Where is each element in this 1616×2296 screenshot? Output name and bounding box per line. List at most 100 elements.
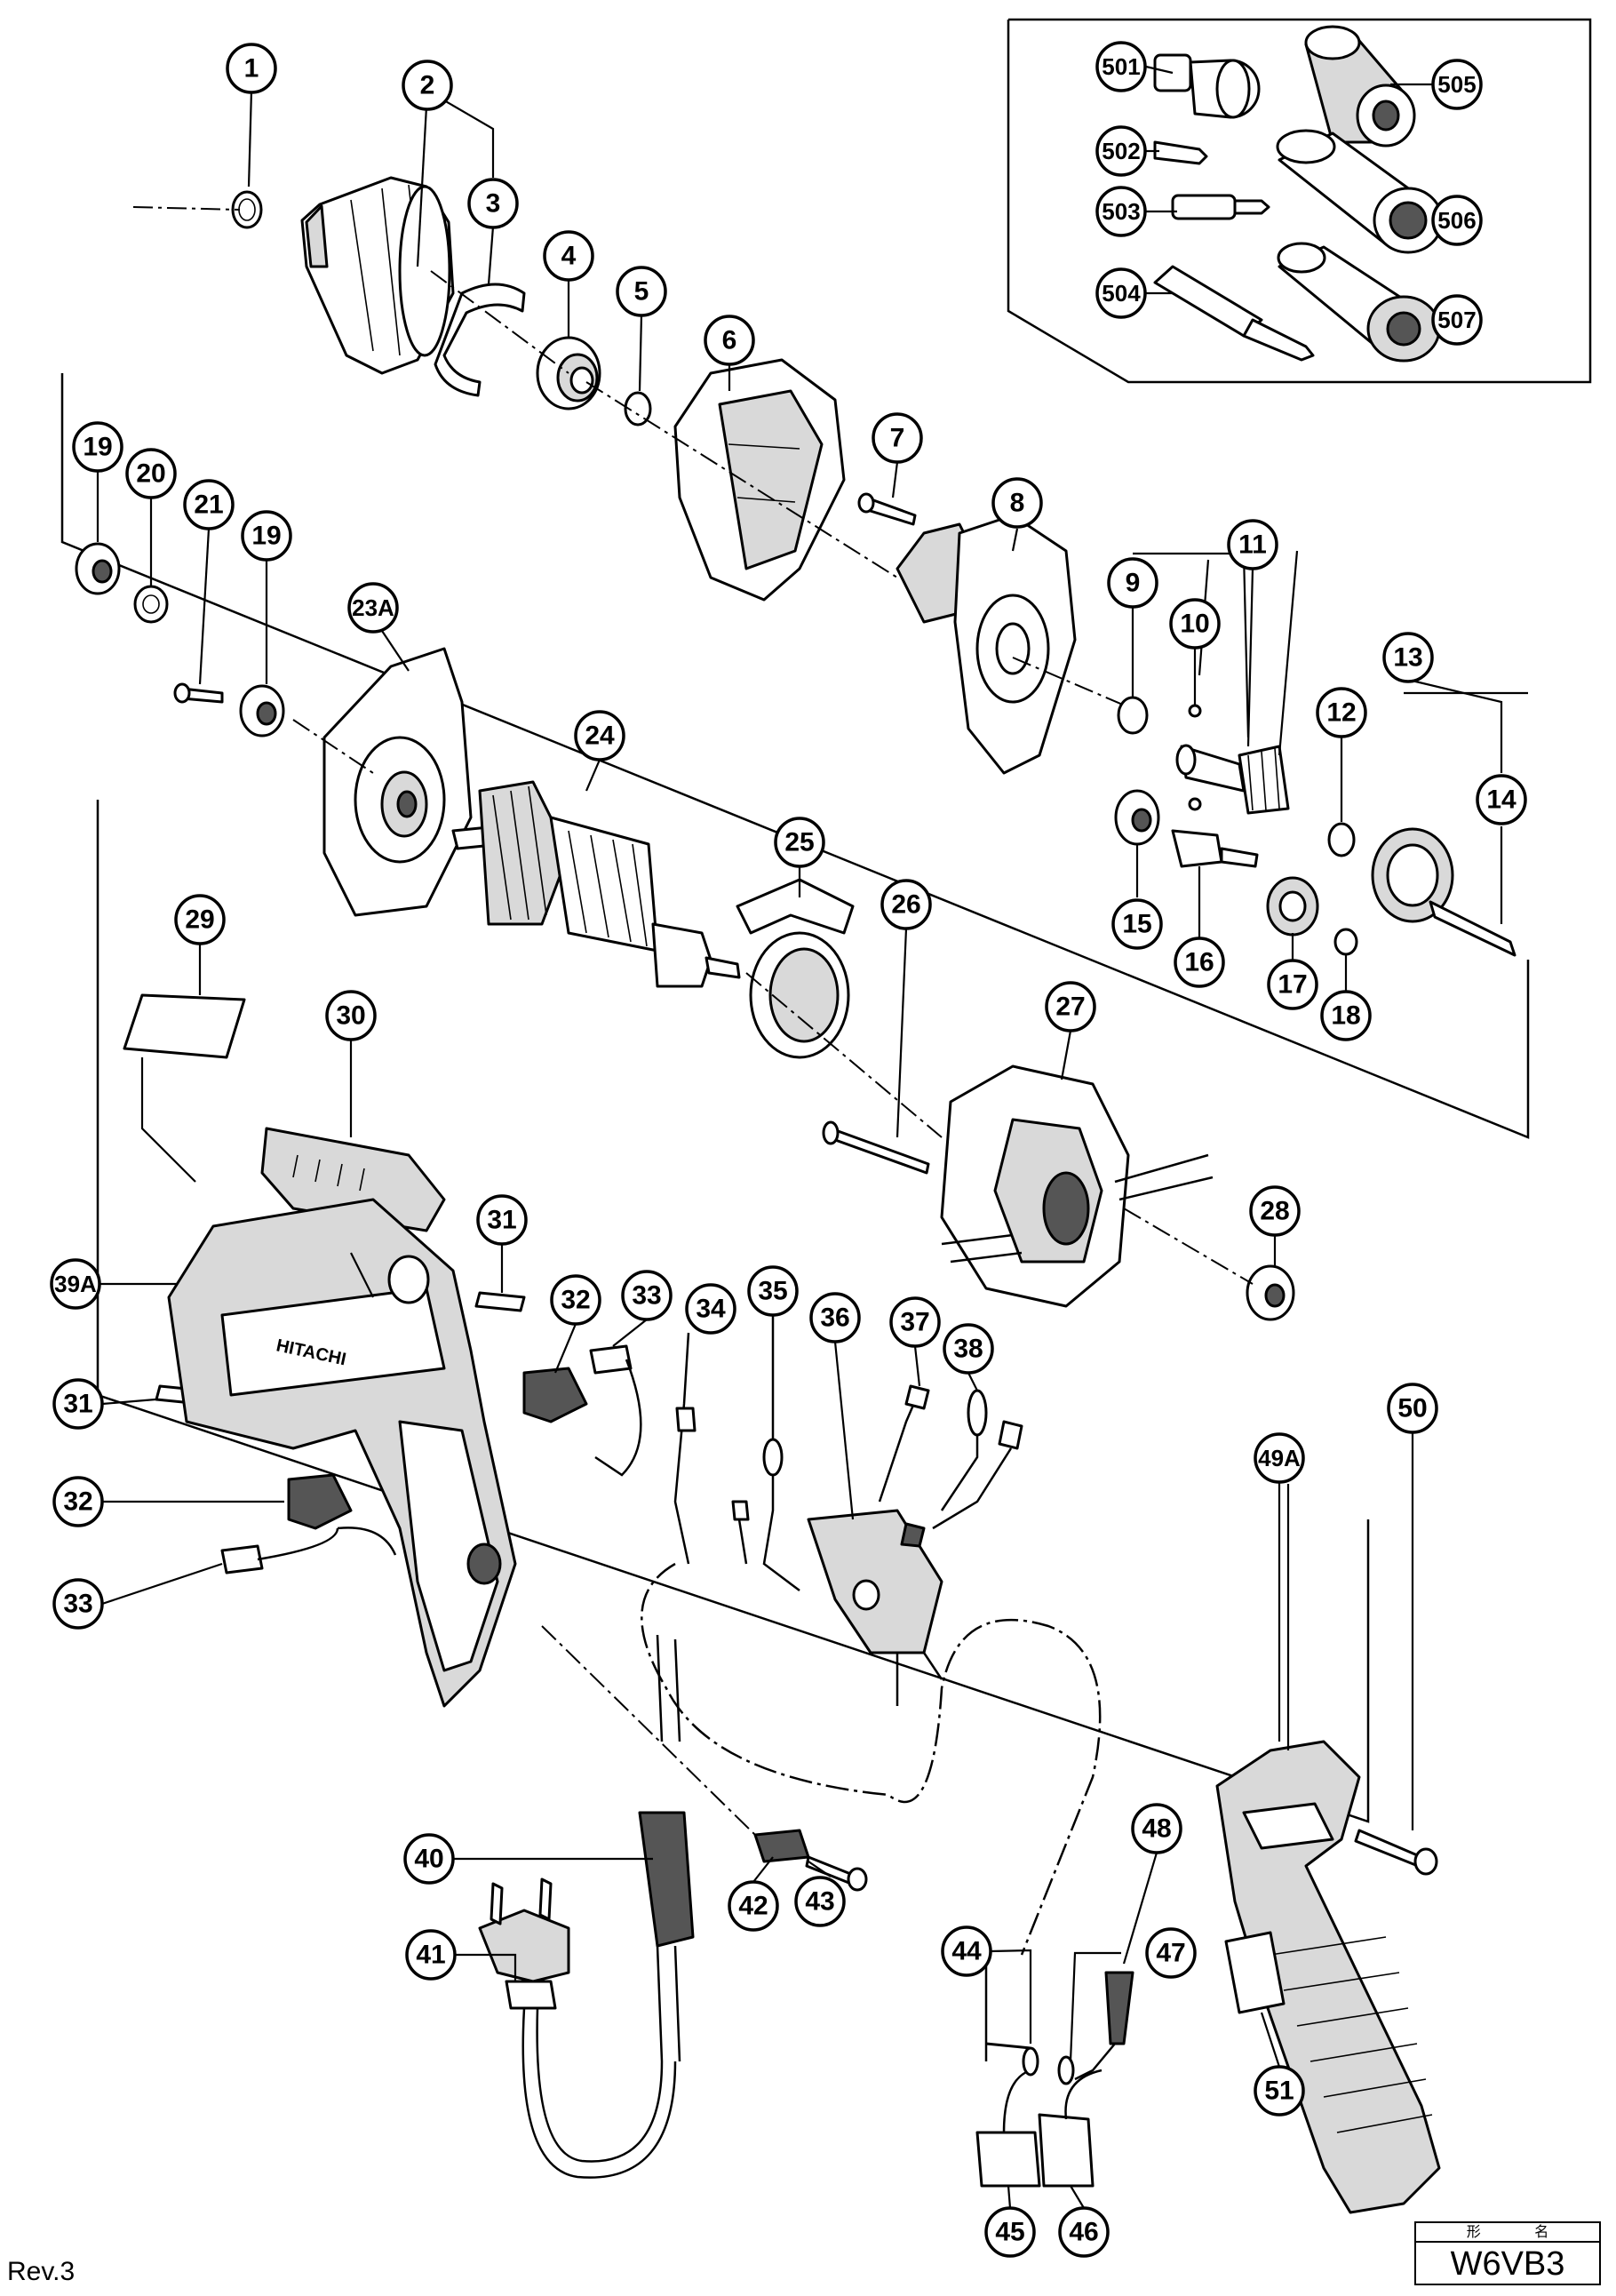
- model-number: W6VB3: [1450, 2245, 1565, 2283]
- callout-47: 47: [1145, 1927, 1197, 1979]
- callout-40: 40: [403, 1833, 455, 1885]
- part-49A: [1215, 1740, 1441, 2214]
- callout-7: 7: [872, 412, 923, 464]
- callout-51: 51: [1254, 2065, 1305, 2117]
- callout-31b: 31: [52, 1378, 104, 1430]
- callout-501: 501: [1095, 41, 1147, 92]
- part-39A: HITACHI: [167, 1198, 517, 1708]
- svg-text:31: 31: [63, 1390, 92, 1419]
- svg-text:3: 3: [486, 189, 501, 219]
- part-5: [624, 391, 652, 427]
- callout-23A: 23A: [347, 582, 399, 634]
- svg-text:21: 21: [194, 490, 223, 520]
- callout-9: 9: [1107, 557, 1158, 609]
- callout-18: 18: [1320, 990, 1372, 1041]
- part-29: [123, 993, 246, 1059]
- part-41: [478, 1877, 677, 2179]
- svg-text:29: 29: [185, 905, 214, 935]
- part-507: [1277, 242, 1441, 363]
- svg-text:5: 5: [634, 277, 649, 307]
- callout-11: 11: [1227, 519, 1278, 570]
- svg-text:33: 33: [632, 1281, 661, 1311]
- svg-text:45: 45: [995, 2218, 1024, 2247]
- svg-text:10: 10: [1180, 610, 1209, 639]
- svg-text:33: 33: [63, 1590, 92, 1619]
- part-504: [1153, 265, 1315, 362]
- svg-text:6: 6: [722, 326, 737, 355]
- part-8: [896, 514, 1077, 775]
- callout-32a: 32: [550, 1274, 601, 1326]
- svg-text:24: 24: [585, 721, 615, 751]
- callout-30: 30: [325, 990, 377, 1041]
- svg-text:16: 16: [1184, 948, 1214, 977]
- svg-text:14: 14: [1486, 785, 1516, 815]
- svg-text:32: 32: [63, 1487, 92, 1517]
- model-box: 形 名 W6VB3: [1414, 2221, 1601, 2285]
- leaders: [96, 90, 1503, 2209]
- callout-16: 16: [1174, 937, 1225, 988]
- svg-text:26: 26: [891, 890, 920, 920]
- part-27: [940, 1064, 1214, 1308]
- callout-26: 26: [880, 879, 932, 930]
- part-505: [1304, 25, 1416, 147]
- svg-text:23A: 23A: [352, 594, 394, 621]
- callout-41: 41: [405, 1929, 457, 1981]
- svg-text:28: 28: [1260, 1197, 1289, 1226]
- callout-17: 17: [1267, 959, 1318, 1010]
- part-6: [673, 358, 846, 602]
- part-25: [736, 878, 855, 1059]
- svg-text:17: 17: [1278, 970, 1307, 1000]
- callout-42: 42: [728, 1880, 779, 1932]
- svg-text:503: 503: [1102, 198, 1140, 225]
- callout-49A: 49A: [1254, 1432, 1305, 1484]
- callout-45: 45: [984, 2206, 1036, 2258]
- svg-text:20: 20: [136, 459, 165, 489]
- part-26: [822, 1120, 930, 1175]
- callout-21: 21: [183, 479, 235, 530]
- svg-text:11: 11: [1238, 530, 1267, 560]
- callout-10: 10: [1169, 598, 1221, 650]
- callout-34: 34: [685, 1283, 736, 1335]
- callout-31a: 31: [476, 1194, 528, 1246]
- callout-6: 6: [704, 315, 755, 366]
- callout-3: 3: [467, 178, 519, 229]
- callout-502: 502: [1095, 125, 1147, 177]
- svg-text:41: 41: [416, 1941, 445, 1970]
- accessory-box: [1007, 18, 1592, 384]
- svg-text:19: 19: [251, 522, 281, 551]
- callout-2: 2: [402, 60, 453, 111]
- callout-503: 503: [1095, 186, 1147, 237]
- part-3: [434, 283, 526, 397]
- svg-text:506: 506: [1437, 207, 1476, 234]
- svg-text:502: 502: [1102, 138, 1140, 164]
- svg-text:2: 2: [420, 71, 435, 100]
- callout-29: 29: [174, 894, 226, 945]
- part-40: [638, 1634, 695, 2062]
- revision-label: Rev.3: [7, 2257, 76, 2286]
- callout-25: 25: [774, 817, 825, 868]
- callout-1: 1: [226, 43, 277, 94]
- callout-37: 37: [889, 1296, 941, 1348]
- svg-text:48: 48: [1142, 1814, 1171, 1844]
- svg-text:7: 7: [890, 424, 905, 453]
- callout-44: 44: [941, 1925, 992, 1977]
- callout-8: 8: [991, 477, 1043, 529]
- callout-5: 5: [616, 266, 667, 317]
- callout-33b: 33: [52, 1578, 104, 1630]
- svg-text:40: 40: [414, 1845, 443, 1874]
- svg-text:501: 501: [1102, 53, 1140, 80]
- svg-text:38: 38: [953, 1335, 983, 1364]
- callout-14: 14: [1476, 774, 1527, 825]
- svg-text:504: 504: [1102, 280, 1141, 307]
- bearing-assembly-left: [75, 542, 285, 737]
- svg-text:12: 12: [1326, 698, 1356, 728]
- svg-text:18: 18: [1331, 1001, 1360, 1031]
- gear-group: [1114, 696, 1516, 957]
- callout-48: 48: [1131, 1803, 1182, 1854]
- svg-text:31: 31: [487, 1206, 516, 1235]
- brush-terminals: [975, 1955, 1134, 2188]
- svg-text:505: 505: [1437, 71, 1476, 98]
- svg-text:9: 9: [1126, 569, 1141, 598]
- callout-24: 24: [574, 710, 625, 761]
- callout-19a: 19: [72, 421, 123, 473]
